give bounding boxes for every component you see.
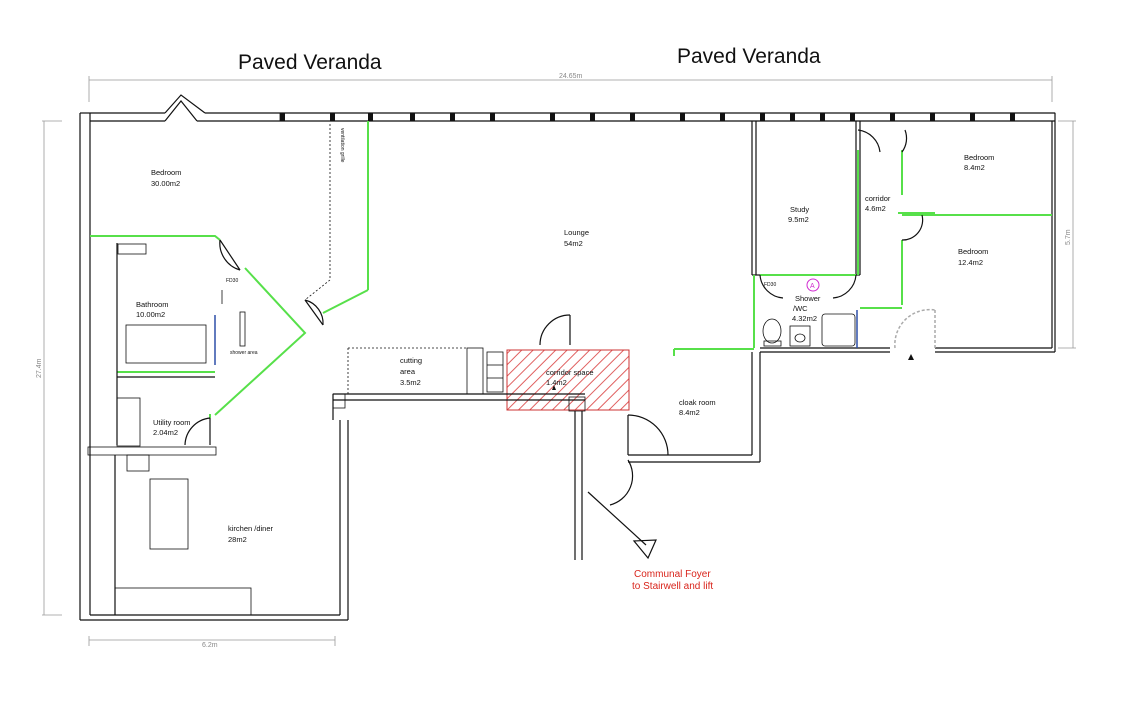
- window-mullions: [280, 113, 1015, 121]
- room-cutting: cutting area 3.5m2: [400, 356, 422, 387]
- room-cloak: cloak room 8.4m2: [679, 398, 716, 417]
- veranda-right-label: Paved Veranda: [677, 45, 821, 68]
- window-mullion: [760, 113, 765, 121]
- window-mullion: [720, 113, 725, 121]
- window-mullion: [490, 113, 495, 121]
- room-name: kirchen /diner: [228, 524, 274, 533]
- exit-arrow: [587, 491, 657, 560]
- room-name: Utility room: [153, 418, 191, 427]
- room-name: Bedroom: [964, 153, 994, 162]
- room-area: 8.4m2: [964, 163, 985, 172]
- central-core: [332, 347, 630, 620]
- dimension-left-label: 27.4m: [36, 358, 43, 378]
- window-mullion: [1010, 113, 1015, 121]
- room-corridor-space: corridor space 1.4m2: [546, 368, 594, 387]
- room-area: 4.32m2: [792, 314, 817, 323]
- shower-area-label: shower area: [230, 350, 258, 356]
- fd30-tag-shower: FD30: [764, 282, 776, 288]
- room-name-2: /WC: [793, 304, 808, 313]
- dimension-left: 27.4m: [36, 120, 62, 616]
- room-name: Bathroom: [136, 300, 169, 309]
- room-bedroom-large: Bedroom 30.00m2: [151, 168, 181, 188]
- window-mullion: [820, 113, 825, 121]
- room-utility: Utility room 2.04m2: [153, 418, 191, 437]
- dimension-bottom-label: 6.2m: [202, 642, 218, 649]
- dimension-right: 5.7m: [1058, 120, 1076, 349]
- window-mullion: [850, 113, 855, 121]
- entry-marker: [908, 354, 914, 360]
- exit-label-line2: to Stairwell and lift: [632, 581, 713, 592]
- room-name: Study: [790, 205, 809, 214]
- room-name: cloak room: [679, 398, 716, 407]
- room-bedroom-small: Bedroom 8.4m2: [964, 153, 994, 172]
- room-area: 1.4m2: [546, 378, 567, 387]
- dimension-top: 24.65m: [88, 73, 1053, 102]
- veranda-left-label: Paved Veranda: [238, 51, 382, 74]
- bathroom-walls: [116, 243, 246, 447]
- new-partitions: [90, 121, 1052, 418]
- room-area: 30.00m2: [151, 179, 180, 188]
- window-mullion: [410, 113, 415, 121]
- external-wall-top: [90, 94, 1056, 122]
- dimension-top-label: 24.65m: [559, 73, 583, 80]
- window-mullion: [368, 113, 373, 121]
- kitchen-fittings: [87, 446, 252, 616]
- window-mullion: [630, 113, 635, 121]
- room-area: 8.4m2: [679, 408, 700, 417]
- room-lounge: Lounge 54m2: [564, 228, 589, 248]
- window-mullion: [450, 113, 455, 121]
- room-bedroom-mid: Bedroom 12.4m2: [958, 247, 988, 267]
- marker-label: A: [810, 283, 815, 290]
- corridor-marker: [552, 385, 556, 390]
- room-area: 4.6m2: [865, 204, 886, 213]
- window-mullion: [330, 113, 335, 121]
- external-wall-left: [79, 112, 348, 621]
- room-bathroom: Bathroom 10.00m2: [136, 300, 169, 319]
- window-mullion: [970, 113, 975, 121]
- room-area: 2.04m2: [153, 428, 178, 437]
- room-area: 12.4m2: [958, 258, 983, 267]
- room-area: 3.5m2: [400, 378, 421, 387]
- room-kitchen: kirchen /diner 28m2: [228, 524, 274, 544]
- room-name-2: area: [400, 367, 416, 376]
- bedroom-wing-walls: [751, 121, 1056, 353]
- exit-label-line1: Communal Foyer: [634, 569, 711, 580]
- room-corridor-right: corridor 4.6m2: [865, 194, 891, 213]
- dimension-bottom: 6.2m: [88, 636, 336, 649]
- room-name: Lounge: [564, 228, 589, 237]
- window-mullion: [790, 113, 795, 121]
- marker-circle: [806, 278, 820, 292]
- window-mullion: [930, 113, 935, 121]
- cloak-walls: [628, 352, 761, 463]
- ventilation-wall: ventilation grille: [304, 124, 345, 301]
- room-name: Bedroom: [151, 168, 181, 177]
- ventilation-label: ventilation grille: [339, 128, 345, 163]
- room-area: 10.00m2: [136, 310, 165, 319]
- room-name: cutting: [400, 356, 422, 365]
- room-name: Shower: [795, 294, 821, 303]
- room-study: Study 9.5m2: [788, 205, 809, 224]
- room-area: 28m2: [228, 535, 247, 544]
- window-mullion: [680, 113, 685, 121]
- room-name: corridor space: [546, 368, 594, 377]
- room-shower: Shower /WC 4.32m2: [792, 294, 821, 323]
- fd30-tag-bathroom: FD30: [226, 278, 238, 284]
- dimension-right-label: 5.7m: [1065, 229, 1072, 245]
- window-mullion: [550, 113, 555, 121]
- room-area: 9.5m2: [788, 215, 809, 224]
- window-mullion: [590, 113, 595, 121]
- room-name: Bedroom: [958, 247, 988, 256]
- window-mullion: [280, 113, 285, 121]
- room-area: 54m2: [564, 239, 583, 248]
- window-mullion: [890, 113, 895, 121]
- bathroom-fittings: A: [762, 278, 858, 348]
- room-name: corridor: [865, 194, 891, 203]
- doors: [184, 129, 936, 506]
